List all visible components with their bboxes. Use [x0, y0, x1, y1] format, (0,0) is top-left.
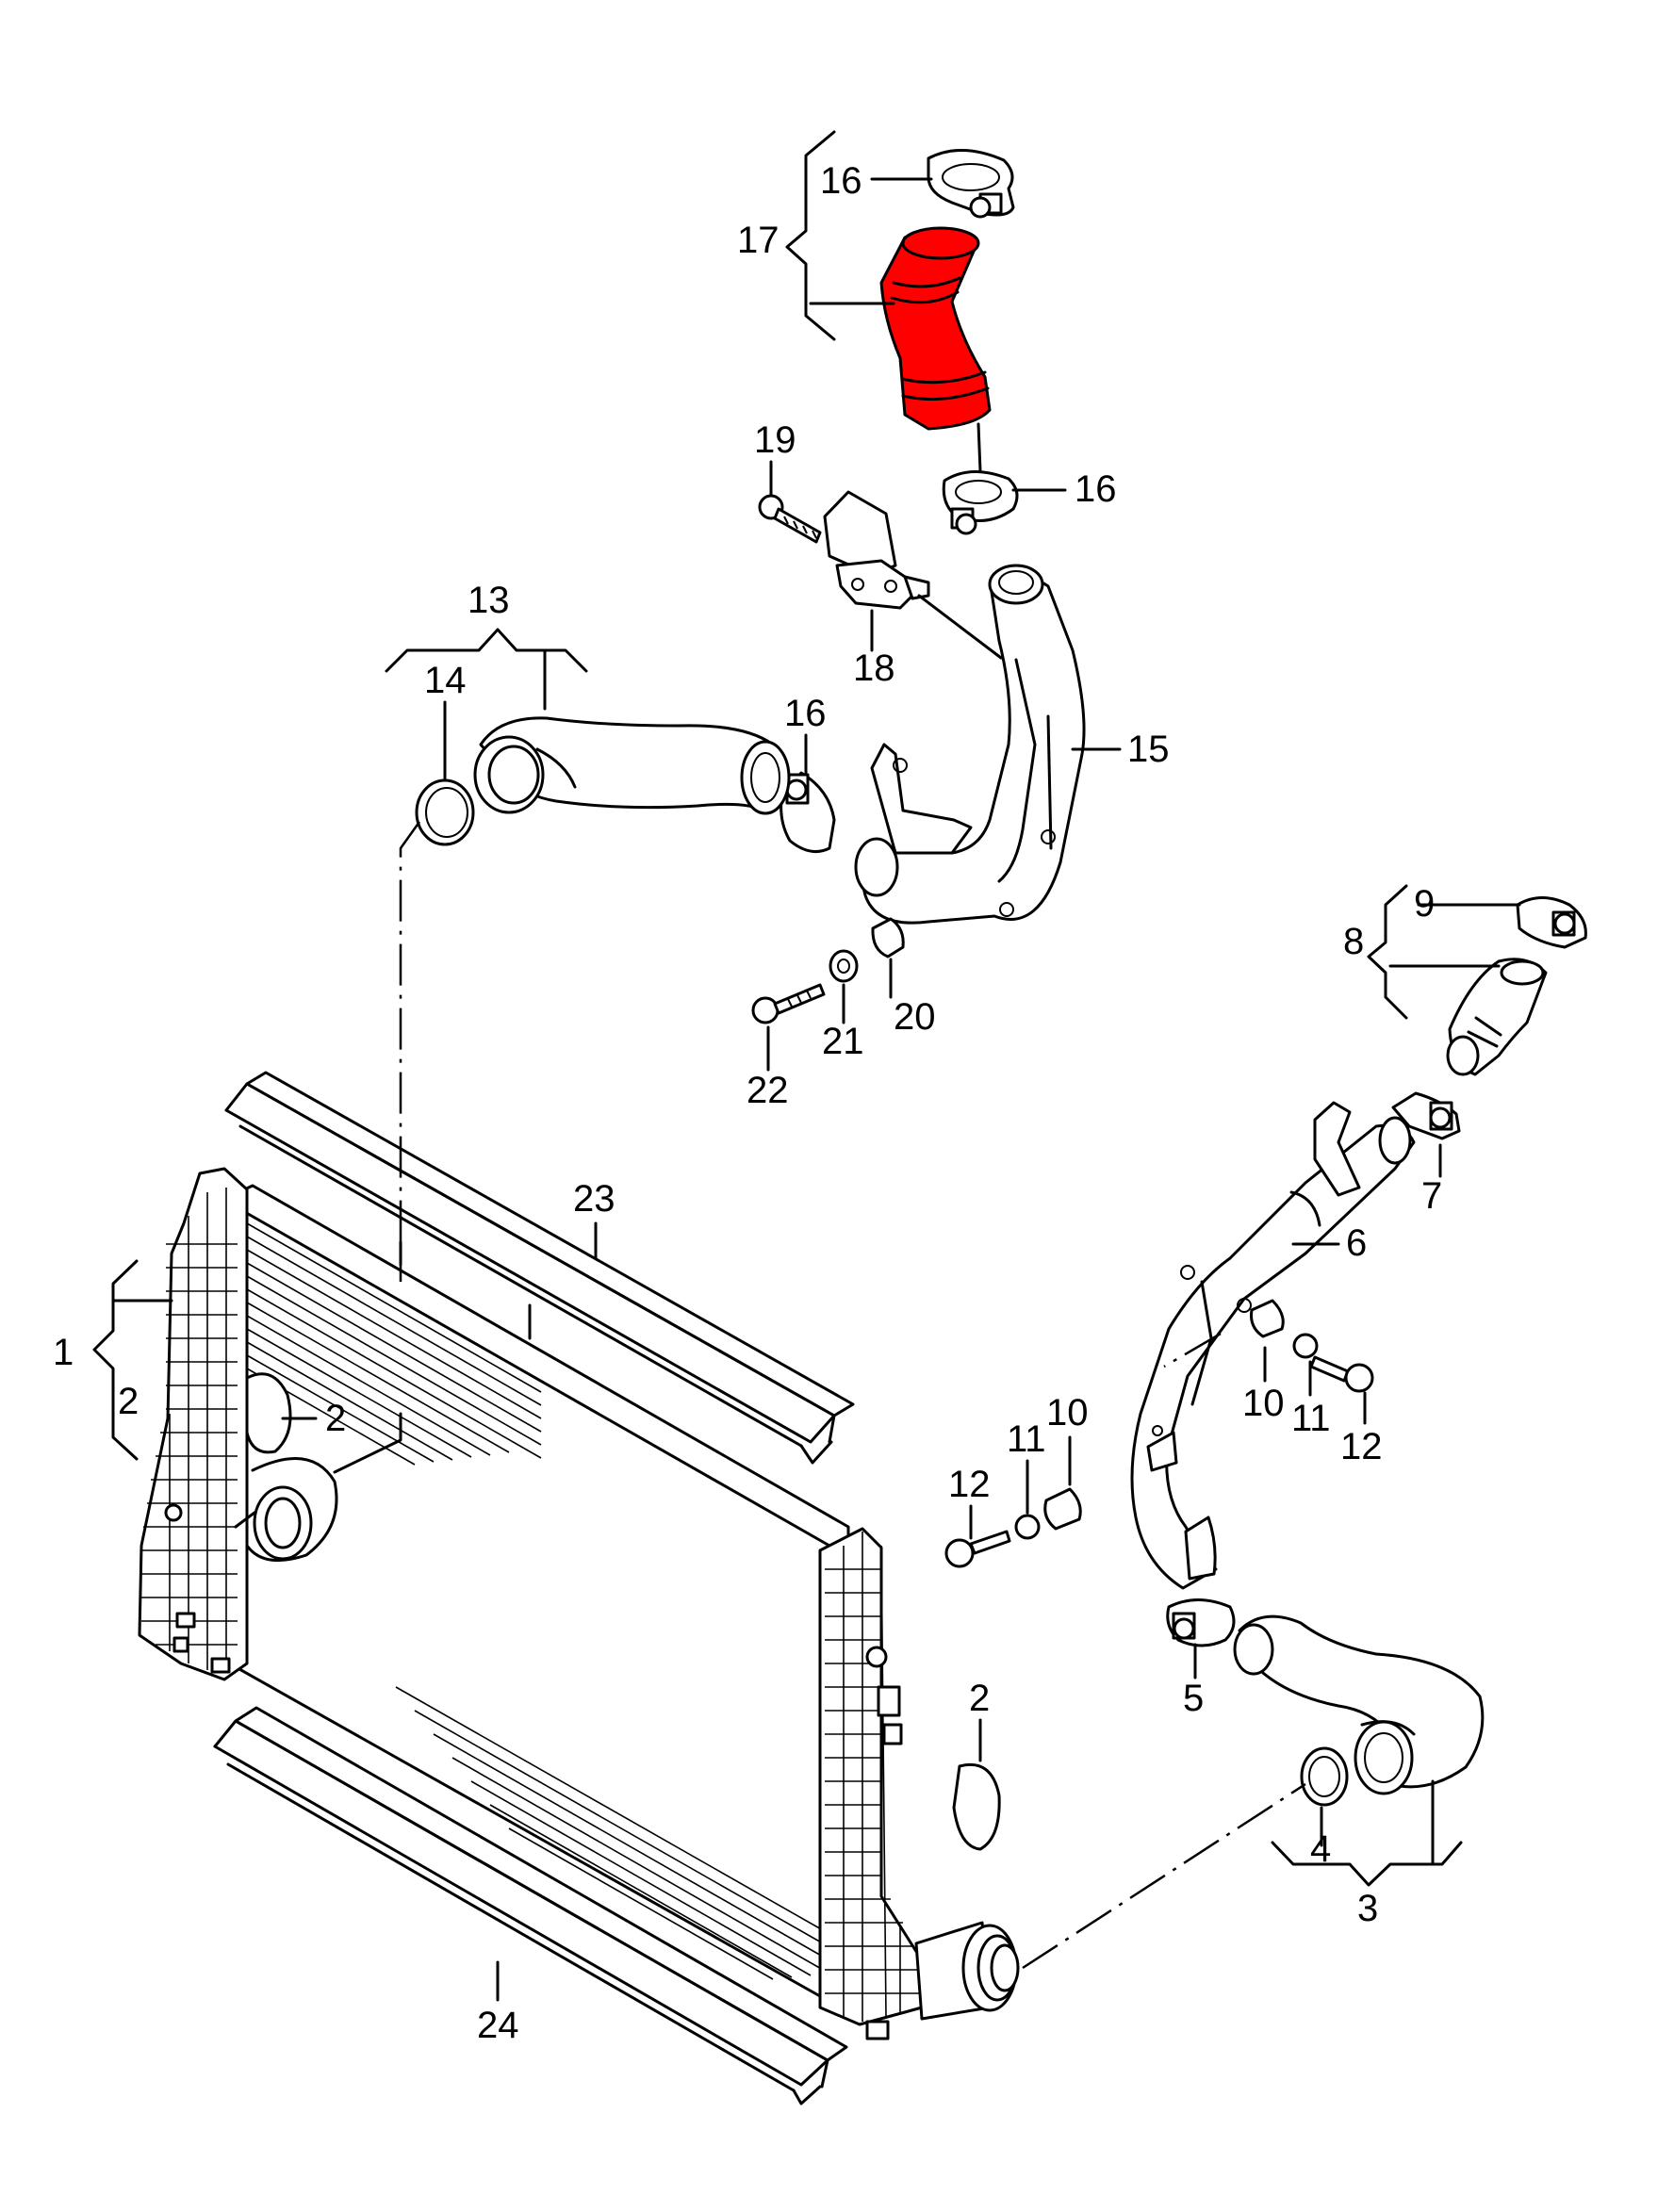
hose-8	[1446, 958, 1548, 1076]
hose-clamp-16-mid	[942, 469, 1019, 535]
pressure-sensor-18	[823, 490, 930, 610]
hose-clamp-16-lower	[780, 771, 836, 854]
hose-clamp-16-top	[927, 149, 1015, 219]
callout-13: 13	[468, 580, 510, 621]
callout-20: 20	[894, 996, 936, 1038]
pressure-pipe-6	[1130, 1101, 1416, 1590]
callout-16-mid: 16	[1075, 468, 1117, 510]
callout-15: 15	[1127, 729, 1170, 770]
hose-clamp-9	[1516, 896, 1587, 949]
left-end-tank	[138, 1167, 249, 1681]
leader-lines	[92, 130, 1521, 2002]
hose-clamp-7	[1391, 1091, 1461, 1140]
bolt-12-upper	[1309, 1355, 1374, 1393]
o-ring-2-left-upper	[245, 1372, 292, 1454]
washer-11-upper	[1292, 1333, 1319, 1359]
hose-17-highlighted	[879, 226, 992, 431]
pressure-pipe-15	[854, 564, 1086, 925]
hose-13	[473, 716, 791, 815]
callout-11-upper: 11	[1291, 1398, 1331, 1439]
callout-12-lower: 12	[948, 1464, 991, 1505]
right-outlet-neck	[914, 1921, 1020, 2021]
o-ring-2-right	[952, 1762, 1001, 1851]
callout-19: 19	[754, 419, 796, 461]
callout-3: 3	[1357, 1888, 1378, 1929]
callout-4: 4	[1310, 1828, 1331, 1870]
top-air-guide-23	[224, 1071, 855, 1465]
callout-2-left: 2	[118, 1381, 139, 1422]
bolt-12-lower	[944, 1530, 1011, 1568]
callout-9: 9	[1414, 883, 1435, 925]
bolt-22	[751, 983, 826, 1024]
callout-5: 5	[1183, 1678, 1204, 1719]
callout-21: 21	[822, 1021, 864, 1062]
intercooler-assembly	[138, 1071, 1020, 2105]
callout-10-upper: 10	[1242, 1383, 1285, 1424]
callout-2-mid: 2	[325, 1398, 346, 1439]
callout-12-upper: 12	[1340, 1426, 1383, 1467]
callout-17: 17	[737, 220, 780, 261]
rubber-bush-20	[871, 917, 905, 959]
callout-22: 22	[747, 1070, 789, 1111]
callout-labels: 16 17 16 19 18 15 16 13 14 20 21 22 23 1…	[53, 160, 1442, 2046]
callout-8: 8	[1343, 921, 1364, 962]
rubber-bush-10-lower	[1043, 1487, 1082, 1531]
callout-23: 23	[573, 1178, 615, 1220]
o-ring-14	[415, 778, 475, 846]
callout-24: 24	[477, 2005, 519, 2046]
washer-11-lower	[1014, 1514, 1041, 1540]
callout-11-lower: 11	[1007, 1418, 1046, 1460]
callout-6: 6	[1346, 1222, 1367, 1264]
left-inlet-neck	[234, 1457, 338, 1563]
center-lines	[399, 821, 1306, 1970]
bolt-19	[758, 494, 822, 544]
bottom-air-guide-24	[213, 1706, 848, 2105]
right-end-tank	[818, 1527, 924, 2040]
callout-2-right: 2	[969, 1678, 990, 1719]
washer-21	[829, 949, 859, 983]
callout-1: 1	[53, 1332, 74, 1373]
callout-7: 7	[1421, 1175, 1442, 1217]
callout-16-top: 16	[820, 160, 862, 202]
o-ring-4	[1300, 1746, 1349, 1807]
callout-18: 18	[853, 647, 895, 689]
callout-10-lower: 10	[1046, 1392, 1089, 1434]
callout-16-lower: 16	[784, 693, 827, 734]
callout-14: 14	[424, 660, 467, 701]
rubber-bush-10-upper	[1250, 1299, 1285, 1338]
hose-3	[1233, 1614, 1485, 1795]
hose-clamp-5	[1166, 1598, 1236, 1647]
